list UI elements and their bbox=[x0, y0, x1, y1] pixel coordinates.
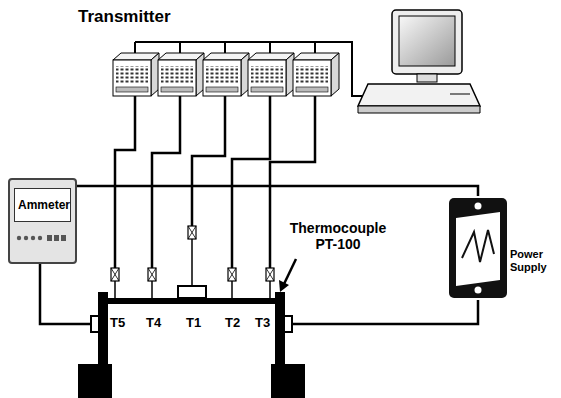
callout-label: Thermocouple PT-100 bbox=[288, 220, 388, 252]
ammeter-label: Ammeter bbox=[18, 198, 67, 212]
data-bus bbox=[135, 42, 362, 96]
drawing-rect bbox=[296, 66, 328, 83]
leader-line bbox=[284, 259, 296, 284]
control-knob bbox=[30, 236, 34, 240]
drawing-path bbox=[188, 226, 196, 239]
computer bbox=[358, 10, 480, 113]
drawing-path bbox=[270, 96, 315, 268]
drawing-path bbox=[266, 268, 274, 281]
power-supply-symbol bbox=[448, 196, 508, 300]
drawing-rect bbox=[284, 316, 292, 332]
drawing-rect bbox=[251, 66, 283, 83]
drawing-rect bbox=[158, 60, 196, 96]
power-supply-part bbox=[449, 198, 507, 298]
drawing-line bbox=[191, 239, 193, 286]
drawing-path bbox=[152, 96, 180, 268]
thermocouple-sensor bbox=[228, 268, 236, 298]
drawing-rect bbox=[206, 87, 238, 92]
ammeter-screen: Ammeter bbox=[14, 188, 71, 222]
sensor-tag: T3 bbox=[255, 316, 270, 331]
transmitter-unit bbox=[192, 42, 249, 226]
drawing-polygon bbox=[358, 84, 480, 106]
power-supply-part bbox=[462, 230, 494, 262]
sensor-tag: T1 bbox=[186, 316, 201, 331]
thermocouple-sensor bbox=[188, 226, 196, 286]
current-wire bbox=[40, 264, 91, 324]
drawing-line bbox=[269, 42, 271, 54]
current-wire bbox=[292, 300, 478, 324]
drawing-rect bbox=[271, 364, 305, 398]
drawing-rect bbox=[108, 304, 275, 398]
drawing-rect bbox=[203, 60, 241, 96]
drawing-rect bbox=[392, 10, 462, 74]
drawing-rect bbox=[113, 60, 151, 96]
drawing-polygon bbox=[331, 53, 339, 96]
drawing-rect bbox=[251, 87, 283, 92]
drawing-line bbox=[179, 42, 181, 54]
drawing-rect bbox=[161, 87, 193, 92]
drawing-rect bbox=[178, 286, 206, 298]
ammeter-controls bbox=[15, 230, 71, 246]
power-supply-label: Power Supply bbox=[510, 248, 554, 273]
power-supply-part bbox=[475, 203, 482, 210]
drawing-rect bbox=[78, 364, 112, 398]
sensor-tag: T2 bbox=[225, 316, 240, 331]
drawing-rect bbox=[248, 60, 286, 96]
drawing-rect bbox=[91, 316, 99, 332]
drawing-line bbox=[224, 42, 226, 54]
power-supply-part bbox=[456, 212, 500, 286]
drawing-line bbox=[231, 281, 233, 298]
drawing-path bbox=[228, 268, 236, 281]
drawing-rect bbox=[399, 16, 455, 66]
drawing-path bbox=[115, 96, 135, 268]
drawing-rect bbox=[228, 268, 236, 281]
drawing-line bbox=[450, 94, 470, 95]
control-knob bbox=[37, 236, 41, 240]
drawing-rect bbox=[206, 66, 238, 83]
power-supply-box: Power Supply bbox=[448, 196, 556, 300]
transmitter-unit bbox=[232, 42, 294, 268]
drawing-rect bbox=[111, 268, 119, 281]
drawing-path bbox=[232, 96, 270, 268]
power-supply-caption: Power Supply bbox=[510, 248, 554, 273]
control-button bbox=[47, 235, 52, 241]
control-knob bbox=[16, 236, 20, 240]
drawing-line bbox=[134, 42, 136, 54]
thermocouple-sensor bbox=[266, 268, 274, 298]
drawing-rect bbox=[417, 74, 437, 82]
drawing-line bbox=[151, 281, 153, 298]
drawing-path bbox=[192, 96, 225, 226]
sensor-tag: T5 bbox=[110, 316, 125, 331]
drawing-rect bbox=[116, 87, 148, 92]
control-button bbox=[54, 235, 59, 241]
drawing-rect bbox=[188, 226, 196, 239]
drawing-rect bbox=[148, 268, 156, 281]
drawing-rect bbox=[296, 87, 328, 92]
group-title: Transmitter bbox=[78, 7, 171, 27]
thermocouple-sensor bbox=[111, 268, 119, 298]
drawing-rect bbox=[116, 66, 148, 83]
sensor-tag: T4 bbox=[146, 316, 161, 331]
drawing-rect bbox=[161, 66, 193, 83]
supply-wire bbox=[77, 186, 478, 196]
drawing-polygon bbox=[358, 106, 480, 113]
drawing-rect bbox=[266, 268, 274, 281]
drawing-line bbox=[269, 281, 271, 298]
thermocouple-sensor bbox=[148, 268, 156, 298]
drawing-line bbox=[314, 42, 316, 54]
test-section bbox=[78, 286, 305, 398]
control-button bbox=[61, 235, 66, 241]
drawing-path bbox=[111, 268, 119, 281]
drawing-rect bbox=[293, 60, 331, 96]
control-knob bbox=[23, 236, 27, 240]
drawing-line bbox=[114, 281, 116, 298]
power-supply-part bbox=[475, 287, 482, 294]
drawing-path bbox=[148, 268, 156, 281]
leader-arrowhead bbox=[279, 280, 289, 292]
ammeter-box: Ammeter bbox=[8, 178, 77, 264]
